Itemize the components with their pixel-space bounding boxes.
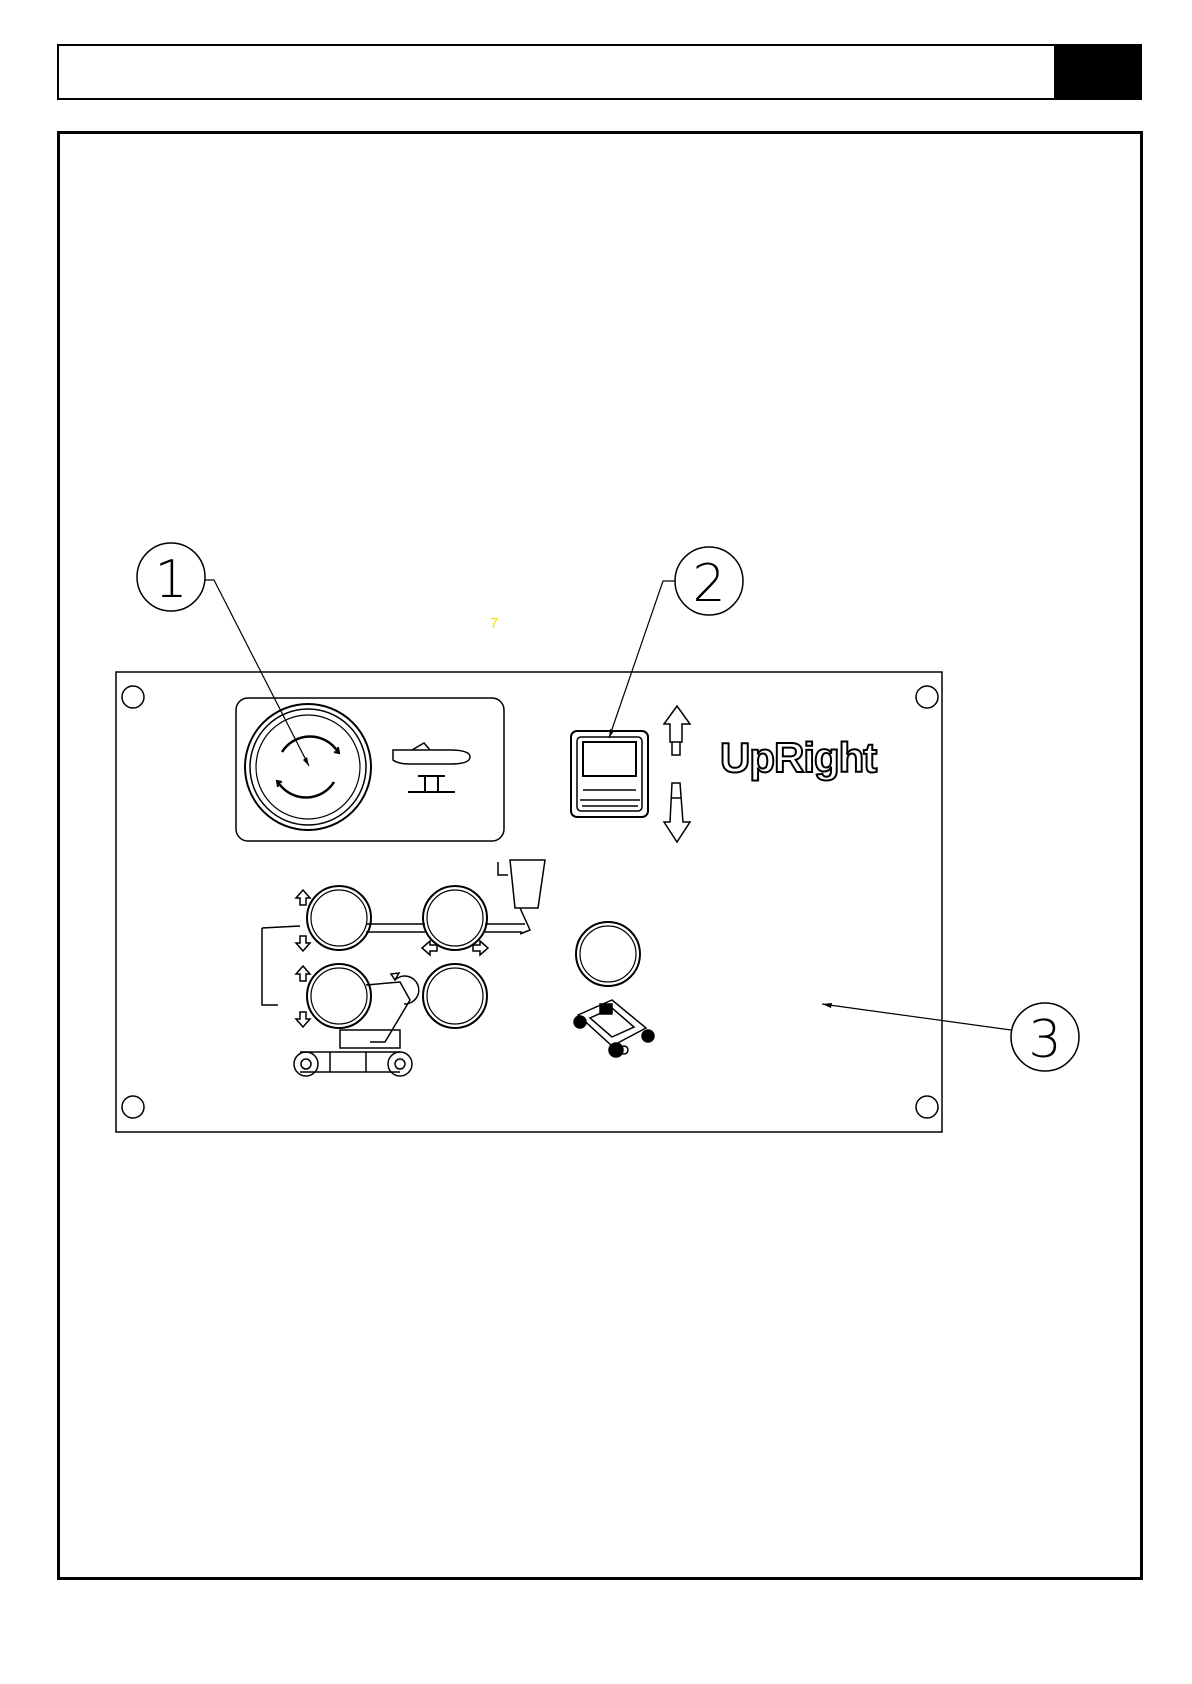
callout-2-label: 2 xyxy=(692,554,725,614)
callout-3: 3 xyxy=(822,1003,1079,1071)
arrow-down-icon xyxy=(296,1012,310,1027)
mounting-hole xyxy=(916,1096,938,1118)
drive-chassis-icon xyxy=(574,1000,654,1057)
marker-text: 7 xyxy=(490,615,498,632)
jib-button[interactable] xyxy=(307,964,371,1028)
boom-extend-button[interactable] xyxy=(423,886,487,950)
rocker-switch-icon[interactable] xyxy=(571,731,648,817)
callout-1: 1 xyxy=(137,543,309,766)
rotate-icon xyxy=(395,976,419,1004)
arrow-down-icon xyxy=(296,936,310,951)
arrow-down-icon xyxy=(664,783,690,842)
callout-3-label: 3 xyxy=(1028,1010,1061,1070)
drive-button[interactable] xyxy=(576,922,640,986)
boom-up-button[interactable] xyxy=(307,886,371,950)
rotate-button[interactable] xyxy=(423,964,487,1028)
callout-2: 2 xyxy=(609,547,743,738)
mounting-hole xyxy=(122,686,144,708)
boom-control-buttons xyxy=(307,886,640,1028)
arrow-up-icon xyxy=(296,890,310,905)
mounting-hole xyxy=(122,1096,144,1118)
arrow-up-icon xyxy=(664,706,690,755)
callout-1-label: 1 xyxy=(154,550,187,610)
hand-press-icon xyxy=(393,743,470,792)
brand-logo: UpRight xyxy=(720,734,877,781)
mounting-hole xyxy=(916,686,938,708)
arrow-up-icon xyxy=(296,966,310,981)
direction-arrows xyxy=(296,890,488,1027)
emergency-stop-icon[interactable] xyxy=(245,704,371,830)
